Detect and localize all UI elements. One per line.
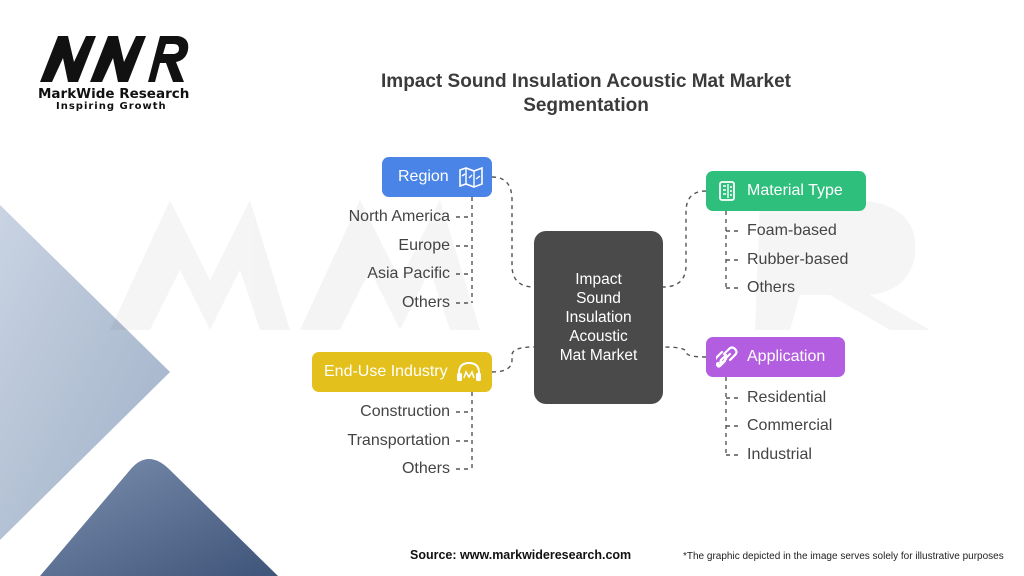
application-item: Commercial (747, 417, 833, 434)
disclaimer-text: *The graphic depicted in the image serve… (683, 551, 1004, 562)
application-item: Residential (747, 389, 827, 406)
source-text: Source: www.markwideresearch.com (410, 548, 632, 562)
center-line: Impact (575, 271, 622, 288)
brand-tagline: Inspiring Growth (56, 101, 167, 112)
application-label: Application (747, 348, 826, 365)
center-line: Insulation (565, 309, 632, 326)
region-item: North America (348, 208, 450, 225)
diagram-title: Impact Sound Insulation Acoustic Mat Mar… (330, 70, 842, 118)
logo-mark (40, 36, 189, 82)
link-icon (716, 346, 738, 368)
region-item: Others (401, 294, 450, 311)
region-label: Region (398, 168, 449, 185)
end-use-label: End-Use Industry (324, 363, 448, 380)
center-line: Acoustic (569, 328, 628, 345)
title-line-1: Impact Sound Insulation Acoustic Mat Mar… (381, 71, 791, 92)
end-use-item: Construction (360, 403, 450, 420)
center-node: Impact Sound Insulation Acoustic Mat Mar… (534, 231, 663, 404)
application-node: Application (706, 337, 845, 377)
map-icon (458, 166, 483, 188)
watermark-logo (110, 200, 930, 330)
center-line: Mat Market (559, 347, 638, 364)
end-use-item: Others (401, 460, 450, 477)
brand-name: MarkWide Research (38, 86, 190, 102)
title-line-2: Segmentation (523, 95, 649, 116)
document-icon (719, 181, 735, 201)
material-item: Foam-based (747, 222, 837, 239)
dark-diamond-shape (40, 459, 278, 576)
region-node: Region (382, 157, 492, 197)
end-use-node: End-Use Industry (312, 352, 492, 392)
material-item: Others (747, 279, 796, 296)
headphones-icon (456, 361, 481, 381)
end-use-item: Transportation (347, 432, 450, 449)
material-item: Rubber-based (747, 251, 849, 268)
material-node: Material Type (706, 171, 866, 211)
center-line: Sound (576, 290, 621, 307)
material-label: Material Type (747, 182, 843, 199)
light-diamond-shape (0, 205, 170, 540)
region-item: Europe (398, 237, 450, 254)
application-item: Industrial (747, 446, 812, 463)
region-item: Asia Pacific (367, 265, 450, 282)
